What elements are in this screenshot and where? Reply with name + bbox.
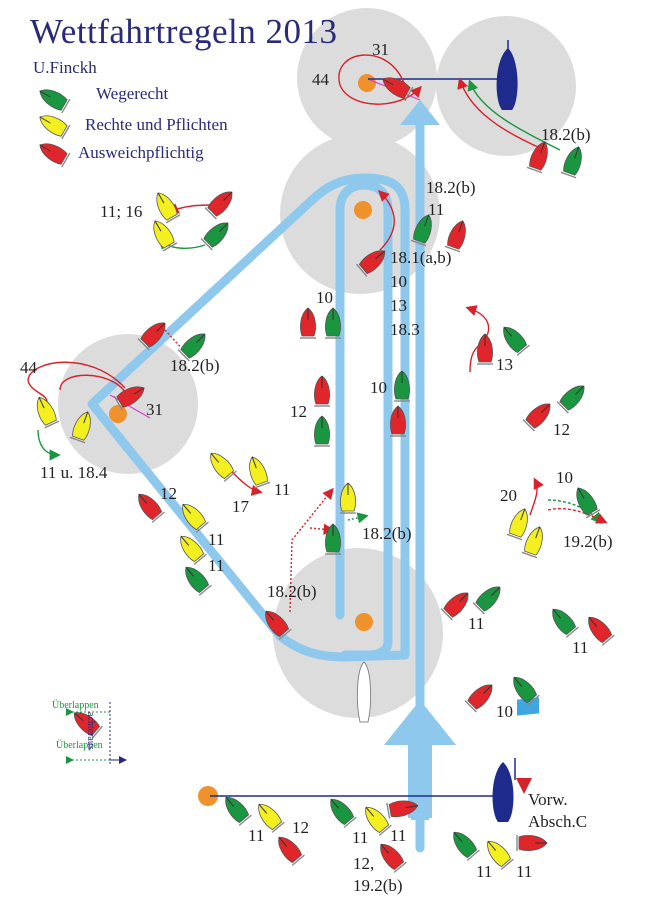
- course-upwind-arrowhead: [400, 100, 440, 125]
- legend-boat-red: [35, 137, 71, 168]
- rule-label: 10: [496, 702, 513, 721]
- rule-label: 12,: [353, 854, 375, 873]
- rule-label: 12: [292, 818, 309, 837]
- rule-label: 11: [428, 200, 445, 219]
- rule-label: 44: [312, 70, 329, 89]
- rule-label: 17: [232, 497, 249, 516]
- legend-boats: [35, 83, 71, 168]
- rule-label: 11: [208, 556, 225, 575]
- rule-label: 19.2(b): [563, 532, 613, 551]
- rule-label: 10: [556, 468, 573, 487]
- committee-boat-bottom: [492, 697, 539, 822]
- legend-label-ausweich: Ausweichpflichtig: [78, 143, 204, 162]
- rule-label: 18.2(b): [170, 356, 220, 375]
- legend-boat-green: [35, 83, 71, 114]
- mark-top: [358, 74, 376, 92]
- rule-label: 18.2(b): [541, 125, 591, 144]
- rule-label: 18.3: [390, 320, 420, 339]
- course-start-stem: [411, 745, 429, 820]
- legend-label-rechte: Rechte und Pflichten: [85, 115, 228, 134]
- author-label: U.Finckh: [33, 58, 97, 77]
- rule-label: 12: [160, 484, 177, 503]
- rule-label: 44: [20, 358, 37, 377]
- rule-label: 10: [316, 288, 333, 307]
- mark-leeward: [355, 613, 373, 631]
- rule-label: 11: [516, 862, 533, 881]
- rule-label: 11: [390, 826, 407, 845]
- mark-pin-end: [198, 786, 218, 806]
- outline-boat: [356, 661, 372, 723]
- rule-label: 12: [290, 402, 307, 421]
- start-note-line2: Absch.C: [528, 812, 588, 831]
- rule-label: 11: [274, 480, 291, 499]
- rule-label: 11: [208, 530, 225, 549]
- page-title: Wettfahrtregeln 2013: [30, 12, 338, 51]
- overlap-legend-top: Überlappen: [52, 700, 99, 711]
- rule-label: 18.2(b): [362, 524, 412, 543]
- rule-label: 11: [572, 638, 589, 657]
- rule-label: 31: [146, 400, 163, 419]
- rule-label: 18.1(a,b): [390, 248, 452, 267]
- marks: [109, 74, 376, 806]
- rule-label: 10: [390, 272, 407, 291]
- rule-label: 19.2(b): [353, 876, 403, 895]
- rule-label: 13: [496, 355, 513, 374]
- mark-windward: [354, 201, 372, 219]
- rule-label: 11; 16: [100, 202, 143, 221]
- rule-label: 12: [553, 420, 570, 439]
- track-paths: [27, 54, 608, 613]
- course-outer-loop: [87, 173, 410, 662]
- rule-label: 11: [468, 614, 485, 633]
- overlap-legend-bottom: Überlappen: [56, 740, 103, 751]
- mark-wing: [109, 405, 127, 423]
- overlap-legend-lines: [66, 702, 127, 765]
- rule-label: 18.2(b): [426, 178, 476, 197]
- rule-label: 11 u. 18.4: [40, 463, 108, 482]
- legend-label-wegerecht: Wegerecht: [96, 84, 169, 103]
- rule-label: 11: [476, 862, 493, 881]
- rule-label: 11: [352, 828, 369, 847]
- rule-label: 31: [372, 40, 389, 59]
- rule-label: 10: [370, 378, 387, 397]
- overlap-legend-side: achteraus: [85, 712, 96, 750]
- committee-boat-top: [496, 40, 518, 110]
- start-note-line1: Vorw.: [528, 790, 568, 809]
- rule-label: 18.2(b): [267, 582, 317, 601]
- rule-label: 11: [248, 826, 265, 845]
- rule-label: 13: [390, 296, 407, 315]
- legend-boat-yellow: [35, 109, 71, 140]
- rule-label: 20: [500, 486, 517, 505]
